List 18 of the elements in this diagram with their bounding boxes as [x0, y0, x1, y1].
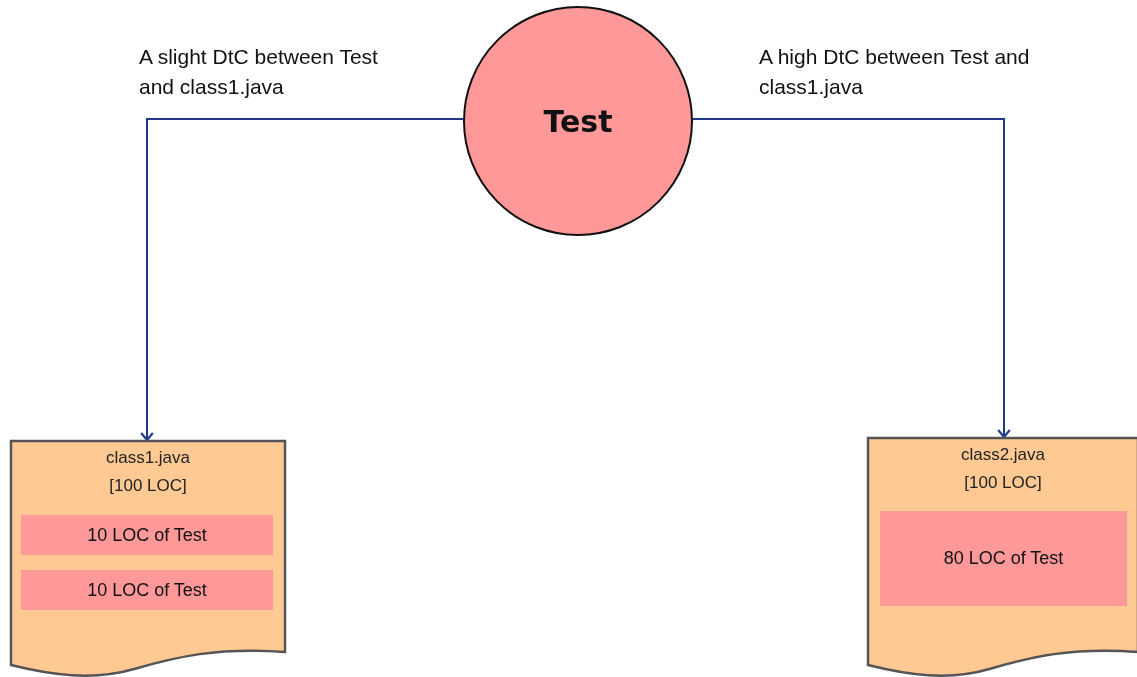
- document-label: [100 LOC]: [963, 472, 1043, 494]
- document-label: class1.java: [104, 447, 192, 469]
- document-shape: [867, 437, 1137, 677]
- document-label: class2.java: [959, 444, 1047, 466]
- circle-node: [463, 6, 693, 236]
- connector-arrow: [140, 118, 464, 442]
- code-block: [21, 515, 273, 555]
- code-block: [880, 511, 1127, 606]
- block-label: 80 LOC of Test: [943, 548, 1064, 569]
- node-title: Test: [542, 103, 614, 139]
- edge-label: A high DtC between Test and class1.java: [759, 44, 1031, 100]
- document-label: [100 LOC]: [108, 475, 188, 497]
- document-shape: [10, 440, 286, 677]
- connector-arrow: [692, 118, 1011, 439]
- code-block: [21, 570, 273, 610]
- edge-label: A slight DtC between Test and class1.java: [139, 44, 379, 100]
- block-label: 10 LOC of Test: [87, 524, 207, 546]
- block-label: 10 LOC of Test: [87, 579, 207, 601]
